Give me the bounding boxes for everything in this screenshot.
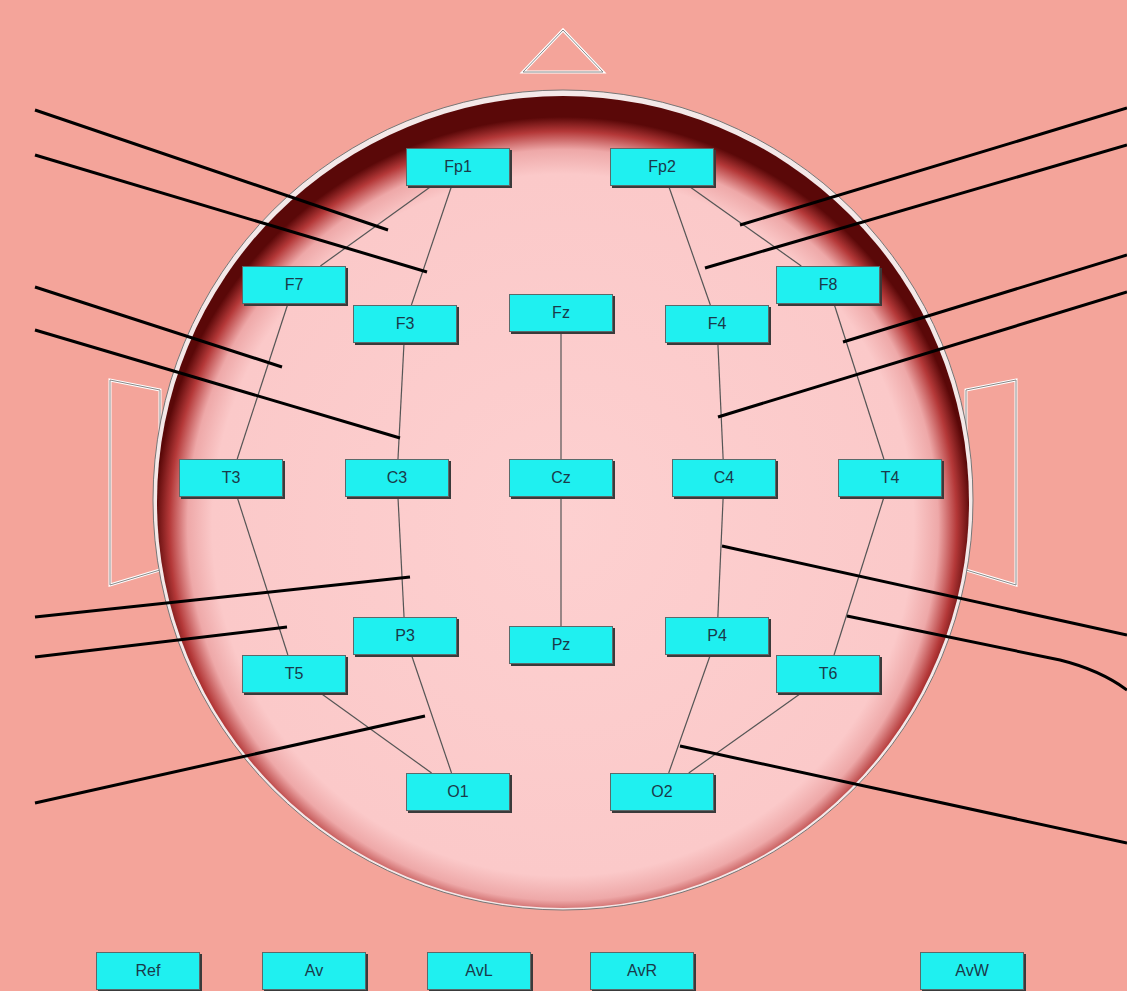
leader-line <box>847 616 1127 690</box>
left-ear <box>110 380 160 585</box>
head-outline <box>153 90 973 910</box>
electrode-box: T6 <box>776 655 880 693</box>
montage-connector <box>718 497 723 617</box>
leader-line <box>35 330 400 438</box>
electrode-label: Av <box>305 963 323 979</box>
leader-line <box>722 546 1127 635</box>
right-ear <box>966 380 1016 585</box>
leader-line <box>680 746 1127 843</box>
head-disc <box>157 96 969 908</box>
electrode-label: Fp2 <box>648 159 676 175</box>
electrode-box: T3 <box>179 459 283 497</box>
montage-connector <box>411 186 451 305</box>
leader-line <box>740 108 1127 225</box>
montage-connector <box>834 304 884 459</box>
electrode-box: T4 <box>838 459 942 497</box>
reference-button: AvR <box>590 952 694 990</box>
nose-outline <box>523 30 603 72</box>
electrode-box: O1 <box>406 773 510 811</box>
electrode-box: Cz <box>509 459 613 497</box>
electrode-label: O1 <box>447 784 468 800</box>
nose-outline <box>523 30 603 72</box>
electrode-box: Pz <box>509 626 613 664</box>
leader-line <box>35 716 425 803</box>
reference-button: AvL <box>427 952 531 990</box>
montage-connector <box>718 343 723 459</box>
electrode-label: Fz <box>552 305 570 321</box>
electrode-label: F4 <box>708 316 727 332</box>
leader-line <box>705 145 1127 268</box>
montage-connector <box>669 186 711 305</box>
electrode-box: F3 <box>353 305 457 343</box>
electrode-box: F4 <box>665 305 769 343</box>
electrode-label: T3 <box>222 470 241 486</box>
electrode-box: O2 <box>610 773 714 811</box>
electrode-label: P4 <box>707 628 727 644</box>
leader-line <box>718 292 1127 417</box>
right-ear <box>966 380 1016 585</box>
montage-connector <box>560 497 561 626</box>
electrode-box: P3 <box>353 617 457 655</box>
leader-line <box>35 627 287 657</box>
montage-connector <box>320 693 431 773</box>
electrode-label: F7 <box>285 277 304 293</box>
leader-line <box>843 255 1127 342</box>
montage-connector <box>398 343 404 459</box>
electrode-label: T5 <box>285 666 304 682</box>
electrode-label: C4 <box>714 470 734 486</box>
montage-connector <box>411 655 451 773</box>
electrode-label: Pz <box>552 637 571 653</box>
montage-connector <box>560 332 561 459</box>
electrode-label: C3 <box>387 470 407 486</box>
electrode-label: AvW <box>955 963 988 979</box>
electrode-label: P3 <box>395 628 415 644</box>
electrode-label: F3 <box>396 316 415 332</box>
montage-connector <box>237 304 288 459</box>
montage-connector <box>669 655 711 773</box>
electrode-box: C4 <box>672 459 776 497</box>
electrode-box: Fp1 <box>406 148 510 186</box>
montage-connector <box>689 186 802 266</box>
electrode-label: T4 <box>881 470 900 486</box>
reference-button: Av <box>262 952 366 990</box>
electrode-label: AvL <box>465 963 492 979</box>
electrode-box: F8 <box>776 266 880 304</box>
electrode-box: Fp2 <box>610 148 714 186</box>
reference-button: Ref <box>96 952 200 990</box>
electrode-box: F7 <box>242 266 346 304</box>
electrode-box: C3 <box>345 459 449 497</box>
electrode-label: Cz <box>551 470 571 486</box>
electrode-label: Fp1 <box>444 159 472 175</box>
electrode-label: AvR <box>627 963 657 979</box>
electrode-box: P4 <box>665 617 769 655</box>
electrode-label: T6 <box>819 666 838 682</box>
electrode-box: Fz <box>509 294 613 332</box>
leader-line <box>35 155 427 272</box>
montage-connector <box>398 497 404 617</box>
electrode-label: Ref <box>136 963 161 979</box>
left-ear <box>110 380 160 585</box>
reference-button: AvW <box>920 952 1024 990</box>
electrode-box: T5 <box>242 655 346 693</box>
electrode-label: O2 <box>651 784 672 800</box>
electrode-label: F8 <box>819 277 838 293</box>
leader-line <box>35 577 410 617</box>
